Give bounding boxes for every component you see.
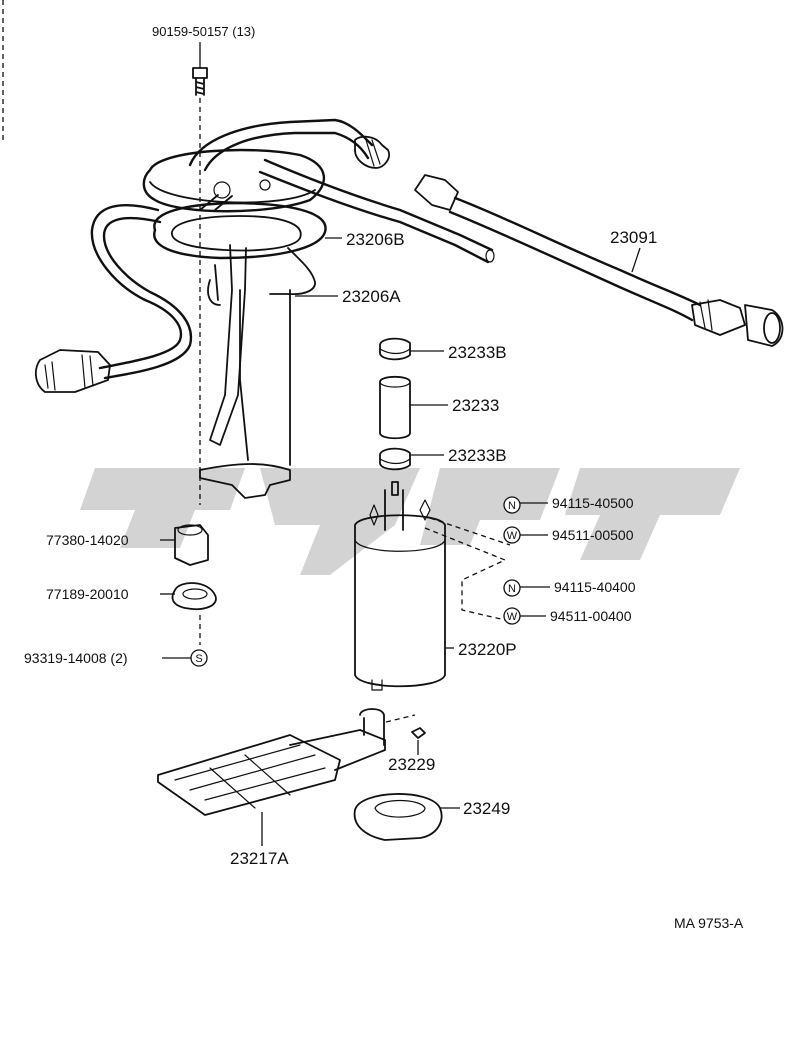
label-clamp-upper: 23233B bbox=[448, 343, 507, 362]
watermark-logo bbox=[80, 468, 740, 575]
label-filter-holder: 23249 bbox=[463, 799, 510, 818]
diagram-code: MA 9753-A bbox=[674, 915, 744, 931]
label-bracket: 23206A bbox=[342, 287, 401, 306]
top-screw-icon bbox=[192, 67, 208, 96]
fuel-hose-icon bbox=[379, 375, 411, 440]
svg-text:N: N bbox=[508, 583, 516, 595]
label-pipe: 23091 bbox=[610, 228, 657, 247]
label-pump: 23220P bbox=[458, 640, 517, 659]
nut-symbol-a-icon: N bbox=[503, 496, 521, 514]
label-nut-b: 94115-40400 bbox=[554, 579, 636, 595]
label-retainer: 77189-20010 bbox=[46, 586, 129, 602]
cushion-guide-line bbox=[385, 714, 416, 723]
label-washer-b: 94511-00400 bbox=[550, 608, 632, 624]
label-screw-bottom: 93319-14008 (2) bbox=[24, 650, 128, 666]
label-grommet: 77380-14020 bbox=[46, 532, 129, 548]
washer-symbol-b-icon: W bbox=[503, 607, 521, 625]
label-hose: 23233 bbox=[452, 396, 499, 415]
label-washer-a: 94511-00500 bbox=[552, 527, 634, 543]
label-cushion: 23229 bbox=[388, 755, 435, 774]
svg-text:W: W bbox=[507, 611, 518, 623]
svg-text:N: N bbox=[508, 500, 516, 512]
grommet-icon bbox=[174, 524, 209, 566]
fuel-pump-23220p bbox=[354, 481, 446, 691]
fuel-pipe-23091 bbox=[414, 174, 784, 347]
svg-text:S: S bbox=[195, 653, 202, 665]
pump-bracket-assembly bbox=[34, 118, 495, 499]
nut-washer-guide-lines bbox=[424, 517, 511, 621]
retainer-icon bbox=[171, 582, 217, 610]
hose-clamp-upper-icon bbox=[379, 337, 411, 361]
washer-symbol-a-icon: W bbox=[503, 526, 521, 544]
screw-symbol-icon: S bbox=[190, 649, 208, 667]
label-gasket: 23206B bbox=[346, 230, 405, 249]
nut-symbol-b-icon: N bbox=[503, 579, 521, 597]
label-nut-a: 94115-40500 bbox=[552, 495, 634, 511]
hose-clamp-lower-icon bbox=[379, 447, 411, 471]
svg-text:W: W bbox=[507, 530, 518, 542]
filter-holder-icon bbox=[353, 793, 443, 841]
fuel-filter-23217a bbox=[157, 708, 386, 816]
cushion-icon bbox=[411, 727, 426, 739]
leader-lines bbox=[160, 42, 641, 846]
label-top-screw: 90159-50157 (13) bbox=[152, 24, 255, 39]
label-filter: 23217A bbox=[230, 849, 289, 868]
label-clamp-lower: 23233B bbox=[448, 446, 507, 465]
